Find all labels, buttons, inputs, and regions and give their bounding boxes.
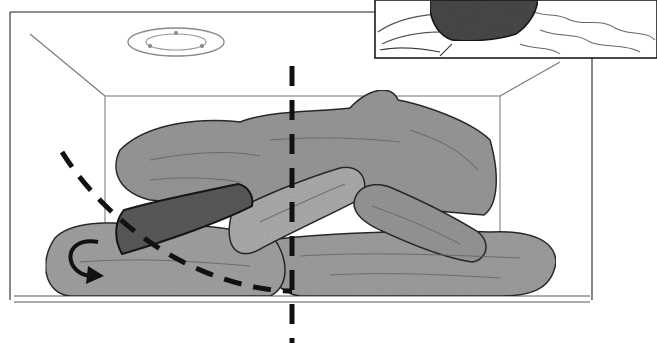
log-detail-inset <box>375 0 657 58</box>
log-set <box>46 90 556 296</box>
damper-vent-icon <box>128 28 224 56</box>
firebox-floor <box>14 296 590 302</box>
